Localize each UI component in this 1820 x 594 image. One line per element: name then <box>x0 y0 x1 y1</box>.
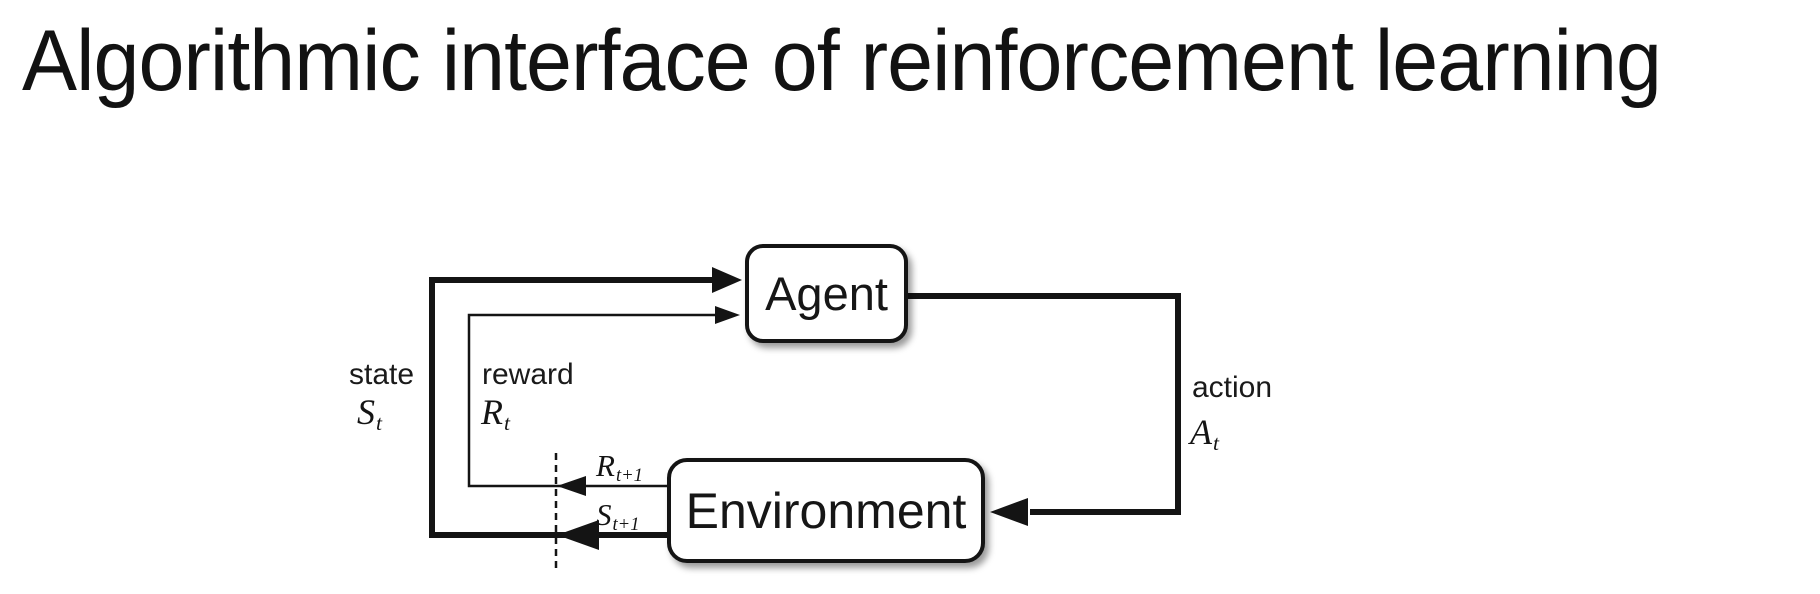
state-into-agent-arrowhead-icon <box>712 267 742 293</box>
reward-at-boundary-arrowhead-icon <box>557 476 586 496</box>
action-into-environment-arrowhead-icon <box>990 498 1028 526</box>
next-reward-symbol: Rt+1 <box>596 448 643 485</box>
state-symbol: St <box>357 392 382 434</box>
slide-title: Algorithmic interface of reinforcement l… <box>22 13 1662 109</box>
action-edge-label: action <box>1192 371 1273 404</box>
state-symbol-base: S <box>357 392 375 432</box>
reward-edge-label: reward <box>482 358 574 391</box>
state-edge-label: state <box>349 358 415 391</box>
next-reward-symbol-subscript: t+1 <box>615 465 643 487</box>
next-state-symbol-subscript: t+1 <box>612 514 640 536</box>
reward-symbol: Rt <box>481 392 510 434</box>
next-state-symbol-base: S <box>596 497 612 532</box>
state-symbol-subscript: t <box>376 411 382 436</box>
state-loop-line <box>429 277 714 538</box>
reward-symbol-subscript: t <box>504 411 510 436</box>
action-symbol-subscript: t <box>1213 431 1219 456</box>
agent-node: Agent <box>745 244 908 343</box>
action-symbol: At <box>1190 412 1219 454</box>
agent-node-label: Agent <box>765 267 888 320</box>
next-state-symbol: St+1 <box>596 497 640 534</box>
next-reward-symbol-base: R <box>596 448 615 483</box>
state-at-boundary-arrowhead-icon <box>557 520 599 550</box>
environment-node-label: Environment <box>685 482 967 539</box>
action-loop-line <box>908 293 1181 515</box>
action-symbol-base: A <box>1190 412 1212 452</box>
environment-node: Environment <box>667 458 985 563</box>
reward-symbol-base: R <box>481 392 503 432</box>
reward-into-agent-arrowhead-icon <box>715 306 740 324</box>
